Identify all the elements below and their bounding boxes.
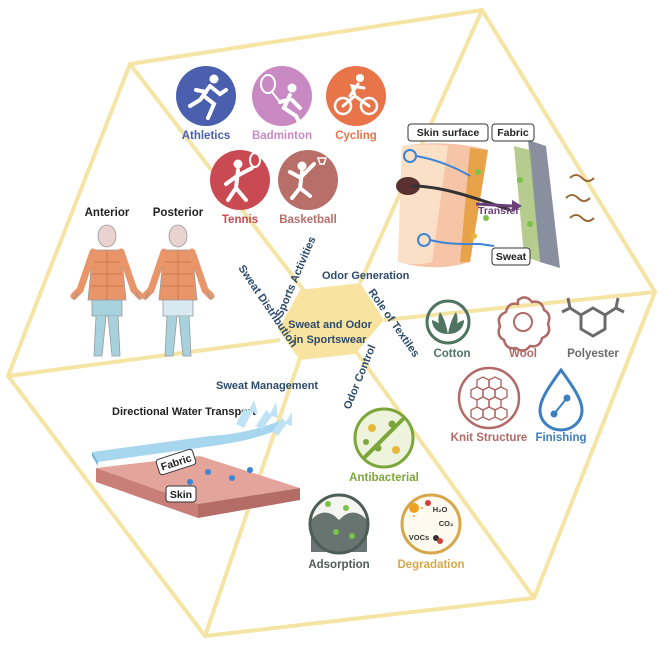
posterior-body-figure [141, 224, 215, 357]
badminton-icon [252, 66, 312, 126]
sweat-distribution-group: Anterior Posterior [70, 207, 215, 357]
finishing-icon [538, 367, 584, 432]
skin-surface-label: Skin surface [417, 127, 480, 139]
center-title-line2: in Sportswear [294, 334, 367, 346]
cycling-icon [326, 66, 386, 126]
antibacterial-label: Antibacterial [349, 472, 419, 484]
section-label-odor-generation: Odor Generation [322, 270, 410, 282]
tennis-label: Tennis [222, 214, 258, 226]
polyester-icon [561, 297, 625, 338]
sweat-label: Sweat [496, 251, 527, 263]
skin-label: Skin [170, 489, 192, 501]
adsorption-label: Adsorption [308, 559, 369, 571]
vocs-label: VOCs [409, 533, 429, 542]
section-label-sweat-management: Sweat Management [216, 380, 318, 392]
textiles-group: Cotton Wool Polyester [425, 296, 625, 444]
odor-generation-illustration: Skin surface Fabric Transfer Sweat [396, 123, 595, 268]
cycling-label: Cycling [335, 130, 377, 142]
wool-label: Wool [509, 348, 537, 360]
finishing-label: Finishing [535, 432, 586, 444]
co2-label: CO₂ [439, 519, 454, 528]
knit-structure-icon [457, 366, 521, 430]
basketball-label: Basketball [279, 214, 337, 226]
tennis-icon [210, 150, 270, 210]
wool-icon [497, 296, 551, 352]
center-title-line1: Sweat and Odor [288, 319, 372, 331]
cotton-icon [425, 299, 471, 345]
directional-water-transport-title: Directional Water Transport [112, 406, 256, 418]
degradation-label: Degradation [397, 559, 464, 571]
transfer-label: Transfer [478, 205, 519, 217]
athletics-icon [176, 66, 236, 126]
h2o-label: H₂O [433, 505, 448, 514]
fabric-label-odor: Fabric [497, 127, 529, 139]
sports-group: Athletics Badminton Cycling Tennis [176, 66, 386, 226]
polyester-label: Polyester [567, 348, 619, 360]
antibacterial-icon [353, 407, 415, 469]
posterior-label: Posterior [153, 207, 204, 219]
knit-structure-label: Knit Structure [451, 432, 528, 444]
anterior-label: Anterior [85, 207, 130, 219]
sweat-management-illustration: Directional Water Transport Fabric Skin [92, 400, 300, 518]
athletics-label: Athletics [182, 130, 231, 142]
odor-control-group: Antibacterial Adsorption H₂O C [308, 407, 465, 571]
cotton-label: Cotton [433, 348, 470, 360]
center-hub: Sweat and Odor in Sportswear [278, 283, 384, 360]
degradation-icon: H₂O CO₂ VOCs [400, 493, 462, 555]
adsorption-icon [308, 493, 370, 555]
badminton-label: Badminton [252, 130, 312, 142]
anterior-body-figure [70, 224, 144, 357]
basketball-icon [278, 150, 338, 210]
